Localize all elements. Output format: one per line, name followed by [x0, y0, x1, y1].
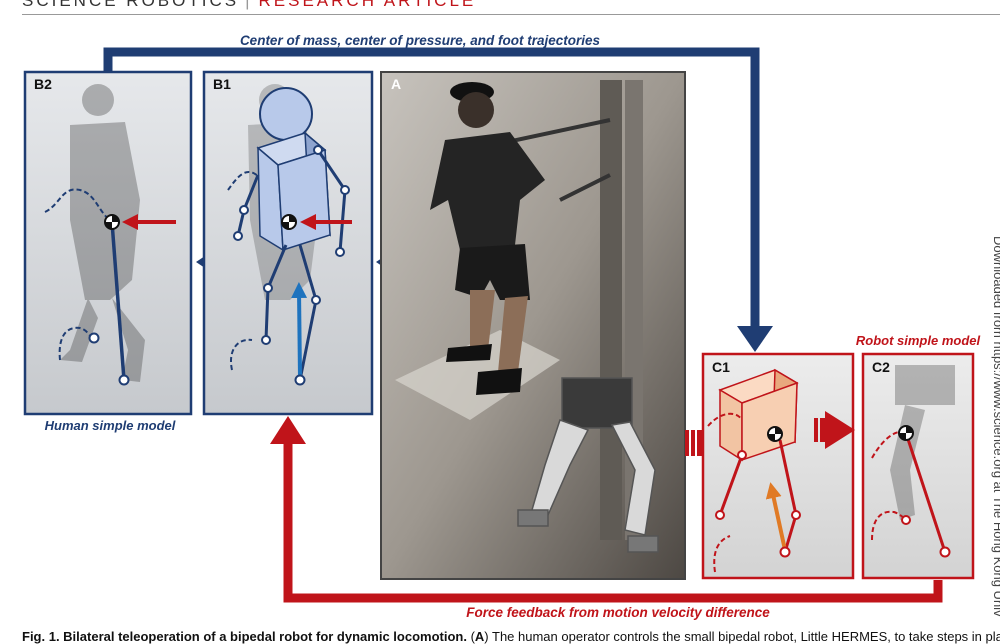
operator-figure [430, 82, 545, 395]
top-blue-loop [103, 47, 773, 352]
panel-b1: B1 [202, 70, 374, 416]
panel-label-b2: B2 [34, 76, 52, 92]
panel-label-c1: C1 [712, 359, 730, 375]
human-model-label: Human simple model [45, 418, 176, 433]
panel-c2: C2 [861, 352, 975, 580]
bottom-loop-label: Force feedback from motion velocity diff… [466, 605, 770, 620]
top-loop-label: Center of mass, center of pressure, and … [240, 33, 601, 48]
caption-open: ( [466, 629, 475, 644]
figure-caption: Fig. 1. Bilateral teleoperation of a bip… [22, 629, 1000, 644]
panel-b2: B2 [23, 70, 193, 416]
figure: Center of mass, center of pressure, and … [23, 33, 981, 620]
header-rule [22, 14, 1000, 15]
panel-label-a: A [391, 76, 401, 92]
bottom-red-loop [270, 416, 943, 603]
panel-label-b1: B1 [213, 76, 231, 92]
caption-panel-ref: A [474, 629, 485, 644]
c1-cube [718, 368, 799, 462]
robot-model-label: Robot simple model [856, 333, 981, 348]
journal-name: SCIENCE ROBOTICS [22, 0, 240, 10]
section-label: RESEARCH ARTICLE [258, 0, 477, 10]
header-separator: | [245, 0, 253, 10]
robot-figure [517, 377, 659, 553]
panel-a-photo: A [380, 71, 686, 580]
panel-c1: C1 [701, 352, 855, 580]
caption-text: ) The human operator controls the small … [484, 629, 1000, 644]
panel-label-c2: C2 [872, 359, 890, 375]
download-watermark: Downloaded from https://www.science.org … [991, 236, 1000, 617]
operator-silhouette [60, 84, 145, 382]
journal-header: SCIENCE ROBOTICS | RESEARCH ARTICLE [22, 0, 476, 11]
caption-title: Fig. 1. Bilateral teleoperation of a bip… [22, 629, 467, 644]
head-sphere [259, 87, 313, 141]
arrow-c1-to-c2 [814, 411, 855, 449]
